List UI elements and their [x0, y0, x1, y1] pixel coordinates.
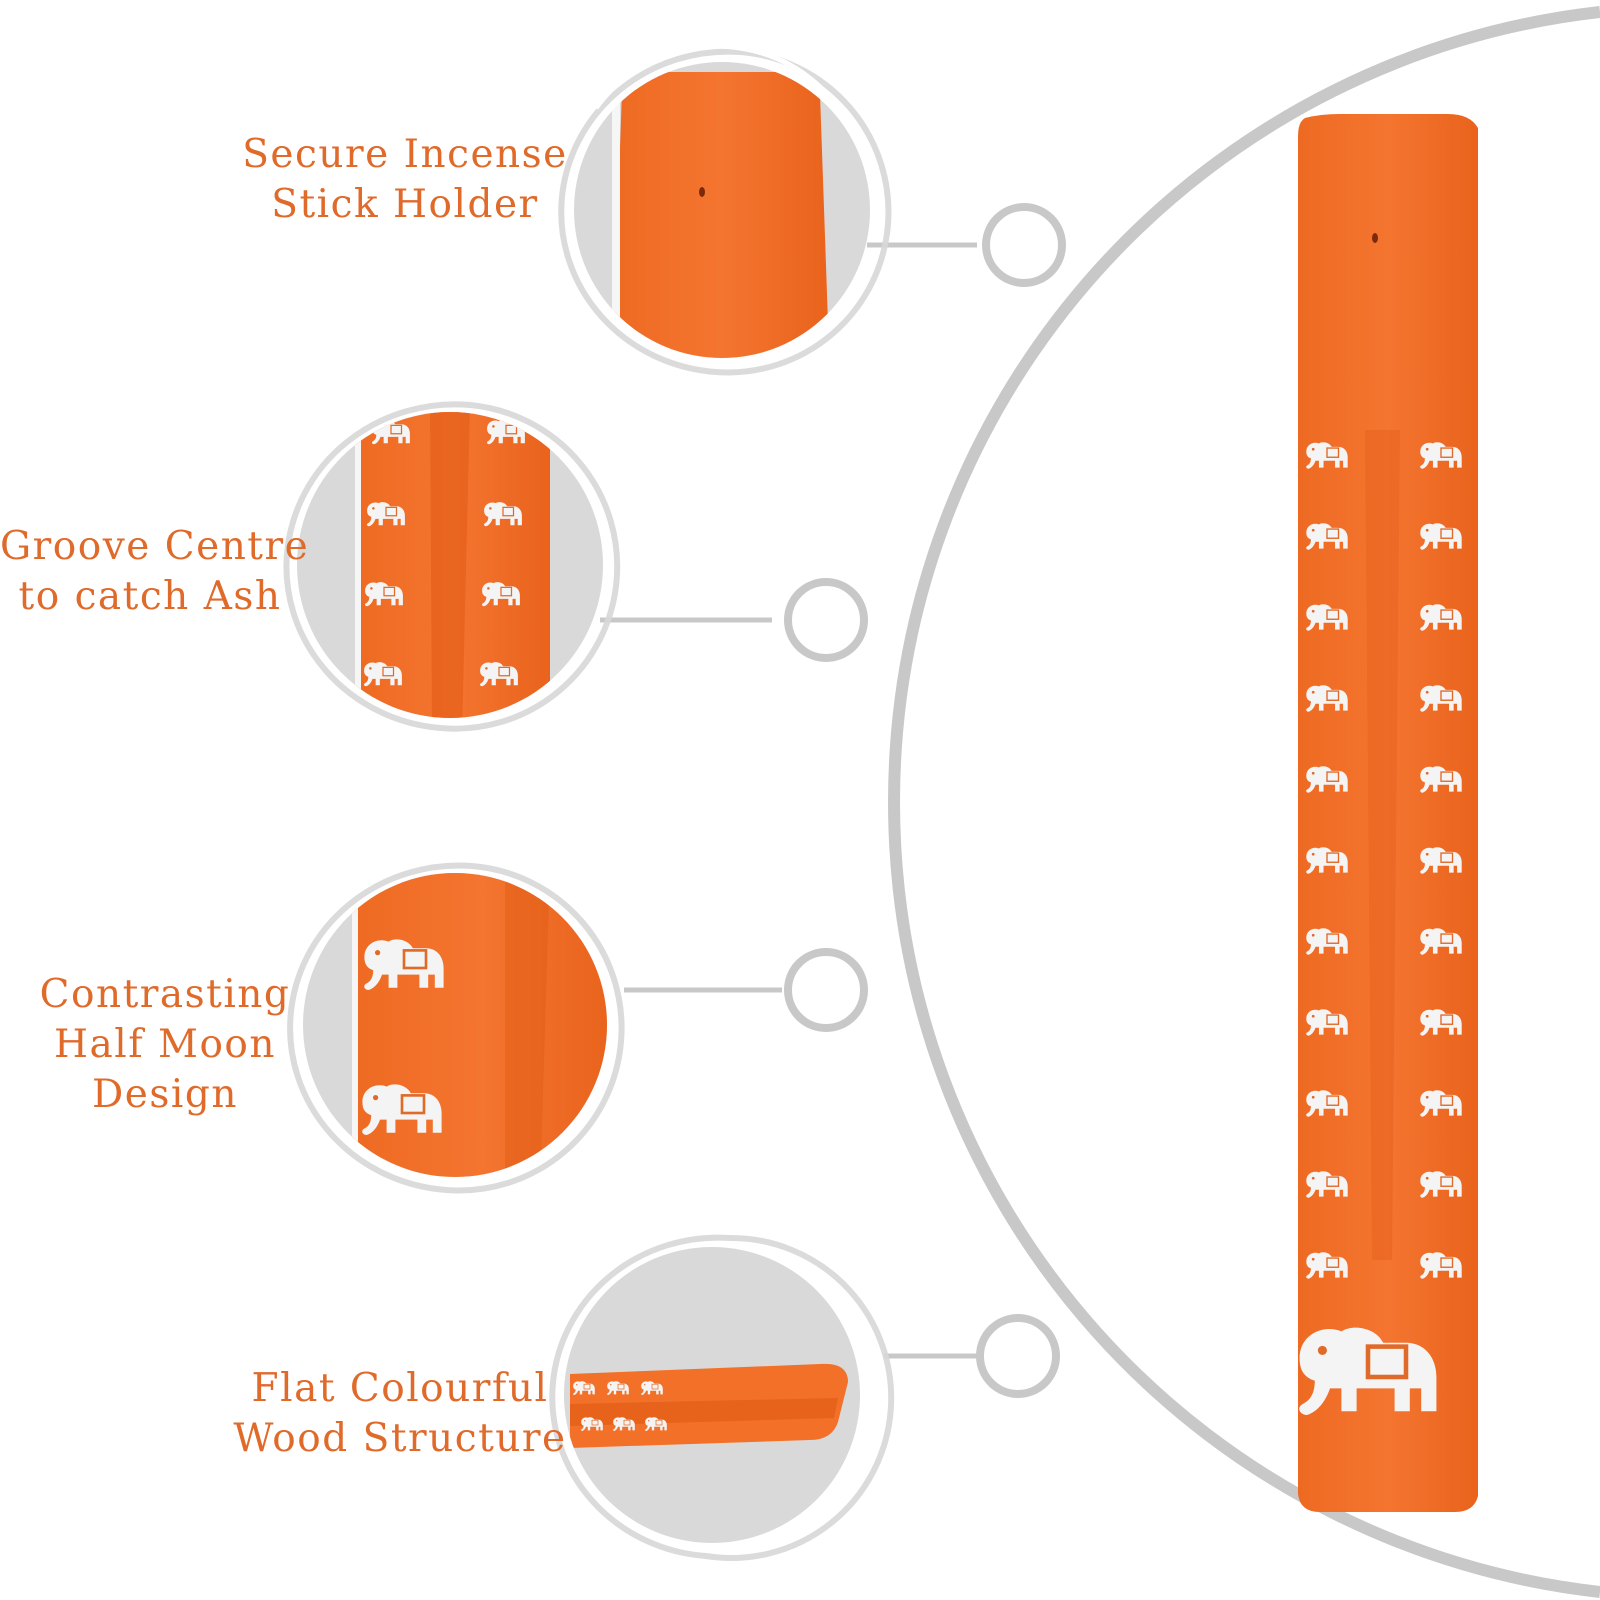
feature-label-groove: Groove Centre to catch Ash: [0, 522, 310, 622]
feature-label-line: Wood Structure: [233, 1416, 567, 1461]
feature-label-line: Groove Centre: [0, 524, 310, 569]
detail-circle-design: [287, 862, 625, 1194]
circle-node-icon: [982, 203, 1066, 287]
feature-label-design: Contrasting Half Moon Design: [30, 970, 300, 1120]
feature-label-line: Half Moon: [53, 1022, 277, 1067]
feature-label-holder: Secure Incense Stick Holder: [240, 130, 570, 230]
feature-label-line: Secure Incense: [242, 132, 568, 177]
incense-holder-product: [1298, 114, 1478, 1512]
circle-node-icon: [784, 578, 868, 662]
feature-label-line: to catch Ash: [18, 574, 282, 619]
feature-label-line: Flat Colourful: [251, 1366, 549, 1411]
circle-node-icon: [784, 948, 868, 1032]
feature-label-structure: Flat Colourful Wood Structure: [230, 1364, 570, 1464]
feature-label-line: Design: [92, 1072, 238, 1117]
detail-circle-groove: [283, 401, 621, 732]
detail-circle-structure: [549, 1234, 895, 1561]
detail-circle-hole: [558, 43, 892, 376]
half-moon-arc: [888, 6, 1600, 1598]
feature-label-line: Stick Holder: [271, 182, 539, 227]
feature-label-line: Contrasting: [39, 972, 291, 1017]
circle-node-icon: [976, 1314, 1060, 1398]
